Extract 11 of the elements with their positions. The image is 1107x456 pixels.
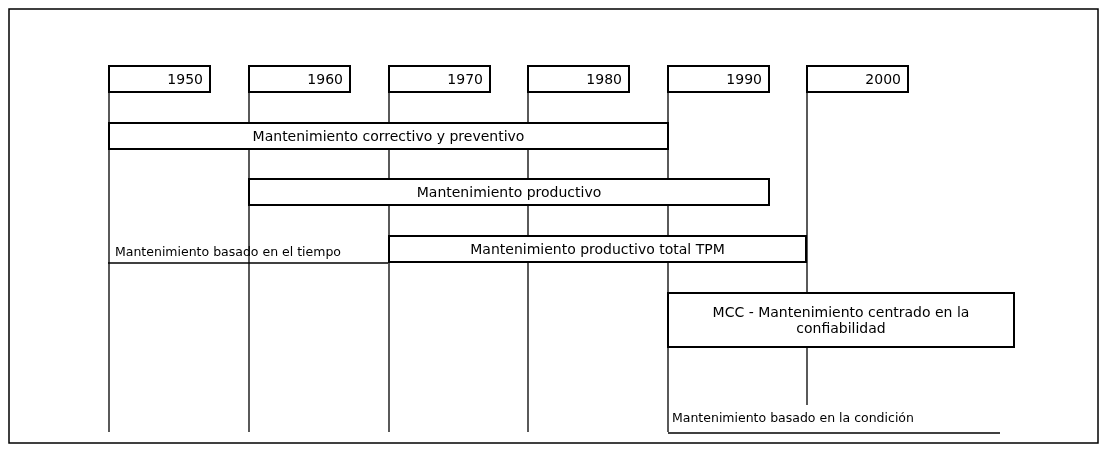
period-bar: Mantenimiento productivo total TPM [388, 235, 807, 263]
year-box: 1960 [248, 65, 351, 93]
period-bar: Mantenimiento correctivo y preventivo [108, 122, 669, 150]
year-box: 1980 [527, 65, 630, 93]
period-bar: MCC - Mantenimiento centrado en la confiabilidad [667, 292, 1015, 348]
year-box: 1990 [667, 65, 770, 93]
period-label: Mantenimiento basado en la condición [672, 410, 914, 425]
year-box: 1970 [388, 65, 491, 93]
year-box: 2000 [806, 65, 909, 93]
year-box: 1950 [108, 65, 211, 93]
period-bar: Mantenimiento productivo [248, 178, 770, 206]
